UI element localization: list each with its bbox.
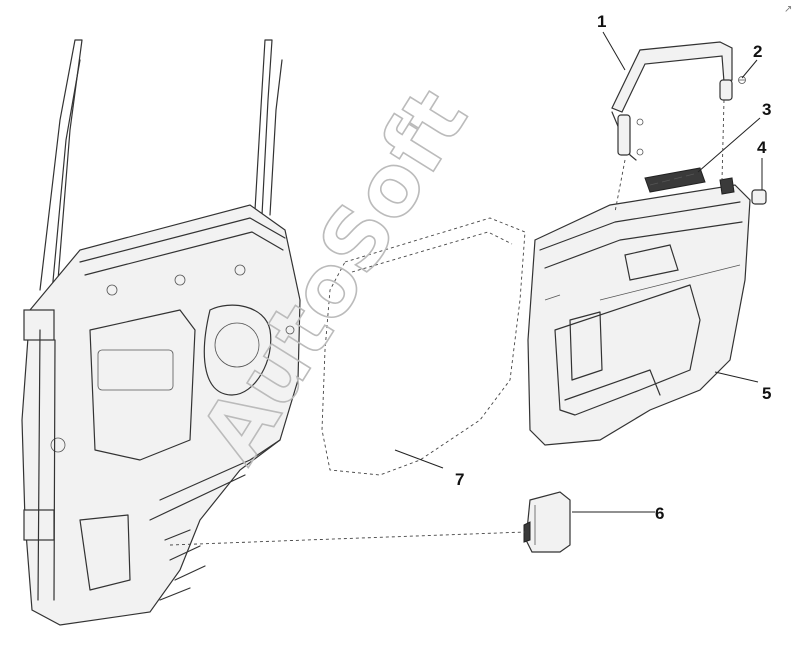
part-3-switch-panel <box>644 167 706 193</box>
part-4-cap <box>719 177 767 205</box>
corner-mark: ↗ <box>784 4 792 15</box>
callout-7: 7 <box>455 470 464 489</box>
callout-6: 6 <box>655 504 664 523</box>
part-5-door-trim-panel <box>527 184 751 446</box>
part-6-courtesy-lamp <box>523 491 571 553</box>
callout-5: 5 <box>762 384 771 403</box>
callout-1: 1 <box>597 12 606 31</box>
callout-4: 4 <box>757 138 767 157</box>
callout-3: 3 <box>762 100 771 119</box>
callout-2: 2 <box>753 42 762 61</box>
door-inner-panel <box>21 39 301 626</box>
part-7-water-shield <box>321 217 526 476</box>
leader-lines <box>169 31 763 546</box>
part-2-screw <box>738 76 746 84</box>
part-1-grab-handle <box>611 41 733 161</box>
